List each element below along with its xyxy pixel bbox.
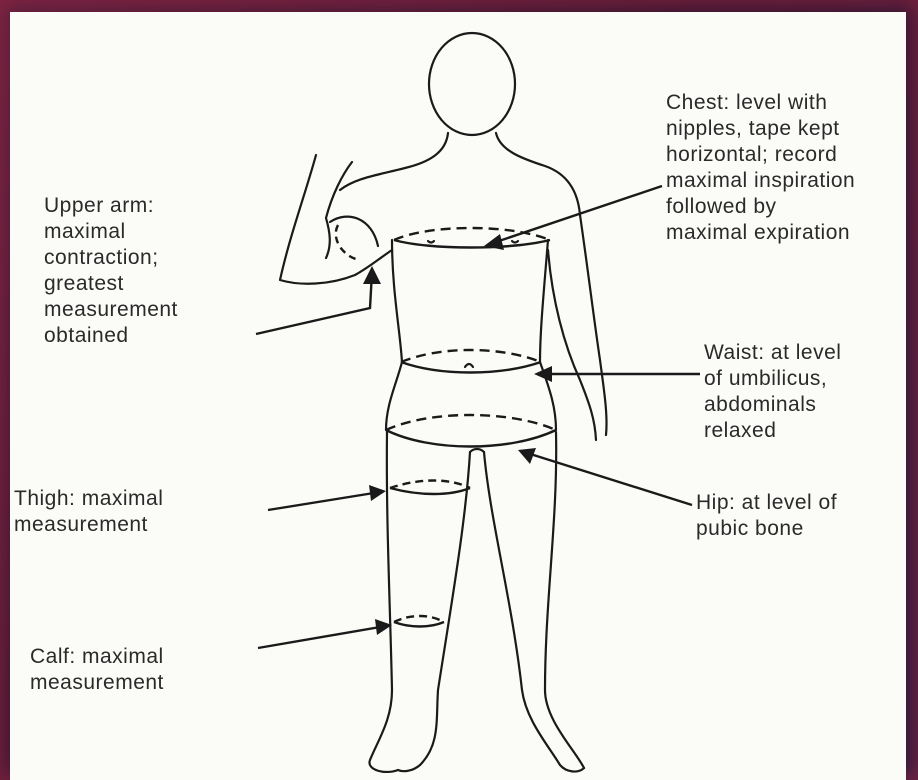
right-neck-shoulder: [496, 133, 580, 215]
torso-left-side: [386, 240, 402, 430]
left-leg-inner: [398, 452, 470, 771]
upper-arm-tape: [336, 225, 360, 260]
left-neck-shoulder: [340, 133, 448, 190]
torso-right-side: [540, 240, 556, 430]
head-outline: [429, 33, 515, 135]
chest-label: Chest: level with nipples, tape kept hor…: [666, 90, 855, 246]
nipple-right: [512, 241, 518, 243]
calf-label: Calf: maximal measurement: [30, 644, 164, 696]
calf-arrow-line: [258, 626, 386, 648]
upper-arm-arrow-line: [256, 272, 372, 334]
right-leg-outer: [545, 432, 584, 768]
nipple-left: [428, 241, 434, 243]
right-arm-outer: [580, 215, 607, 435]
raised-arm-inner: [326, 162, 352, 258]
umbilicus: [465, 364, 473, 367]
crotch: [470, 449, 484, 452]
thigh-arrow-line: [268, 492, 380, 510]
waist-label: Waist: at level of umbilicus, abdominals…: [704, 340, 841, 444]
thigh-arrowhead: [369, 485, 386, 501]
thigh-label: Thigh: maximal measurement: [14, 486, 163, 538]
waist-tape: [401, 350, 541, 373]
right-leg-inner: [484, 452, 584, 772]
calf-tape: [394, 616, 444, 627]
thigh-tape: [390, 481, 470, 495]
left-leg-outer: [369, 432, 398, 772]
hip-arrow-line: [524, 452, 692, 505]
upper-arm-label: Upper arm: maximal contraction; greatest…: [44, 193, 178, 349]
hip-tape: [386, 415, 556, 447]
hip-label: Hip: at level of pubic bone: [696, 490, 837, 542]
